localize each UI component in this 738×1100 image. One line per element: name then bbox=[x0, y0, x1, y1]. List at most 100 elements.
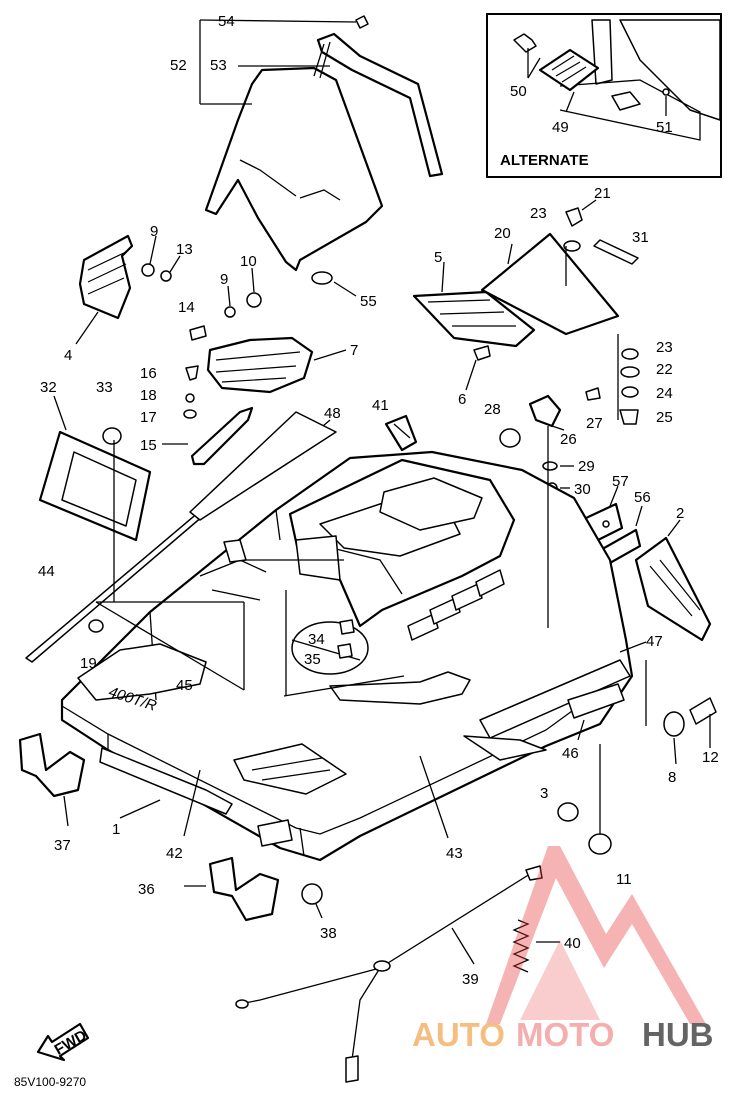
alternate-inset: 50 49 51 ALTERNATE bbox=[486, 13, 722, 178]
rear-louver-7: 7 bbox=[206, 336, 358, 394]
part-51: 51 bbox=[656, 119, 673, 136]
alternate-label: ALTERNATE bbox=[500, 152, 589, 169]
grommet-11: 11 bbox=[588, 833, 632, 888]
part-30: 30 bbox=[574, 481, 591, 498]
nut-9-upper: 9 bbox=[141, 223, 158, 277]
latch-36: 36 bbox=[138, 856, 280, 922]
latch-37: 37 bbox=[18, 732, 86, 854]
nut-9-lower: 9 bbox=[220, 271, 236, 318]
diagram-code: 85V100-9270 bbox=[14, 1075, 86, 1089]
grommet-38: 38 bbox=[301, 883, 337, 942]
watermark-hub: HUB bbox=[642, 1016, 714, 1053]
washer-18: 18 bbox=[140, 387, 195, 404]
part-5: 5 bbox=[434, 249, 442, 266]
windshield-assembly: 54 52 53 bbox=[170, 13, 444, 272]
part-47: 47 bbox=[646, 633, 663, 650]
part-11: 11 bbox=[616, 871, 632, 888]
part-10: 10 bbox=[240, 253, 257, 270]
grommet-17: 17 bbox=[140, 409, 197, 426]
part-9-lower: 9 bbox=[220, 271, 228, 288]
bolt-12: 12 bbox=[689, 697, 719, 766]
side-vent-32: 32 bbox=[38, 379, 152, 542]
part-8: 8 bbox=[668, 769, 676, 786]
part-50: 50 bbox=[510, 83, 527, 100]
part-42: 42 bbox=[166, 845, 183, 862]
bolt-14: 14 bbox=[178, 299, 207, 341]
part-32: 32 bbox=[40, 379, 57, 396]
main-hood-1: 400T/R 1 42 43 41 48 45 34 35 46 47 bbox=[60, 397, 663, 862]
part-17: 17 bbox=[140, 409, 157, 426]
part-3: 3 bbox=[540, 785, 548, 802]
part-2: 2 bbox=[676, 505, 684, 522]
part-39: 39 bbox=[462, 971, 479, 988]
washer-23-top: 23 bbox=[530, 205, 581, 252]
part-26: 26 bbox=[560, 431, 577, 448]
part-31: 31 bbox=[632, 229, 649, 246]
part-55: 55 bbox=[360, 293, 377, 310]
watermark-moto: MOTO bbox=[516, 1016, 614, 1053]
part-25: 25 bbox=[656, 409, 673, 426]
watermark-auto: AUTO bbox=[412, 1016, 505, 1053]
part-45: 45 bbox=[176, 677, 193, 694]
right-washers: 23 22 24 25 bbox=[619, 339, 673, 426]
part-16: 16 bbox=[140, 365, 157, 382]
bolt-6: 6 bbox=[458, 345, 491, 408]
rod-31: 31 bbox=[593, 229, 649, 265]
part-18: 18 bbox=[140, 387, 157, 404]
part-24: 24 bbox=[656, 385, 673, 402]
part-35: 35 bbox=[304, 651, 321, 668]
knob-21: 21 bbox=[565, 185, 611, 227]
part-37: 37 bbox=[54, 837, 71, 854]
washer-29: 29 bbox=[542, 458, 595, 475]
part-43: 43 bbox=[446, 845, 463, 862]
part-57: 57 bbox=[612, 473, 629, 490]
automotohub-watermark: AUTO MOTO HUB bbox=[412, 846, 714, 1053]
part-38: 38 bbox=[320, 925, 337, 942]
part-14: 14 bbox=[178, 299, 195, 316]
part-33: 33 bbox=[96, 379, 113, 396]
part-49: 49 bbox=[552, 119, 569, 136]
part-34: 34 bbox=[308, 631, 325, 648]
washer-55: 55 bbox=[311, 271, 377, 310]
part-12: 12 bbox=[702, 749, 719, 766]
nut-13: 13 bbox=[160, 241, 193, 282]
part-54: 54 bbox=[218, 13, 235, 30]
handle-15: 15 bbox=[140, 406, 254, 466]
part-27: 27 bbox=[586, 415, 603, 432]
grommet-3: 3 bbox=[540, 785, 579, 822]
part-46: 46 bbox=[562, 745, 579, 762]
part-4: 4 bbox=[64, 347, 72, 364]
part-6: 6 bbox=[458, 391, 466, 408]
part-21: 21 bbox=[594, 185, 611, 202]
part-13: 13 bbox=[176, 241, 193, 258]
part-28: 28 bbox=[484, 401, 501, 418]
part-52: 52 bbox=[170, 57, 187, 74]
plate-20: 20 bbox=[480, 225, 620, 336]
grommet-33: 33 bbox=[96, 379, 122, 445]
grommet-28: 28 bbox=[484, 401, 521, 448]
screw-16: 16 bbox=[140, 365, 199, 382]
part-15: 15 bbox=[140, 437, 157, 454]
left-louver-4: 4 bbox=[64, 234, 134, 364]
part-20: 20 bbox=[494, 225, 511, 242]
right-panel-2: 2 bbox=[634, 505, 712, 642]
part-53: 53 bbox=[210, 57, 227, 74]
cable-39: 39 bbox=[235, 865, 543, 1083]
vent-cover-5: 5 bbox=[412, 249, 536, 348]
guide-lines bbox=[95, 246, 647, 834]
part-36: 36 bbox=[138, 881, 155, 898]
part-9-upper: 9 bbox=[150, 223, 158, 240]
latch-26: 26 bbox=[528, 394, 577, 448]
grommet-8: 8 bbox=[663, 711, 685, 786]
part-40: 40 bbox=[564, 935, 581, 952]
fwd-arrow: FWD bbox=[36, 1022, 90, 1062]
part-29: 29 bbox=[578, 458, 595, 475]
part-41: 41 bbox=[372, 397, 389, 414]
part-48: 48 bbox=[324, 405, 341, 422]
part-44: 44 bbox=[38, 563, 55, 580]
spring-40: 40 bbox=[512, 919, 581, 973]
part-23-right: 23 bbox=[656, 339, 673, 356]
bolt-27: 27 bbox=[585, 387, 603, 432]
nut-10: 10 bbox=[240, 253, 262, 308]
